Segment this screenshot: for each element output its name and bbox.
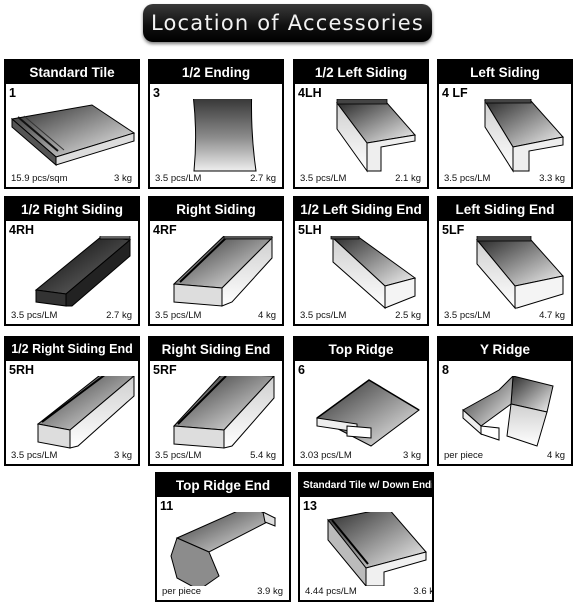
card-quantity: 3.5 pcs/LM <box>11 310 58 321</box>
card-quantity: 3.5 pcs/LM <box>444 310 491 321</box>
card-quantity: per piece <box>444 450 484 461</box>
right-siding-end-icon <box>172 376 275 449</box>
card-header: 1/2 Left Siding <box>295 61 427 84</box>
card-code: 5RF <box>153 363 177 377</box>
left-siding-icon <box>484 99 564 173</box>
card-weight: 4 kg <box>258 310 276 321</box>
card-weight: 4.7 kg <box>539 310 565 321</box>
card-header: 1/2 Left Siding End <box>295 198 427 221</box>
card-weight: 5.4 kg <box>250 450 276 461</box>
accessory-card-standard-tile-down-ending: Standard Tile w/ Down Endin 13 4.44 pcs/… <box>298 472 434 602</box>
half-left-siding-icon <box>336 99 416 173</box>
card-quantity: 3.5 pcs/LM <box>155 310 202 321</box>
card-header: Standard Tile w/ Down Endin <box>300 474 432 497</box>
card-header: Standard Tile <box>6 61 138 84</box>
card-weight: 2.7 kg <box>106 310 132 321</box>
card-code: 13 <box>303 499 317 513</box>
card-weight: 3 kg <box>114 173 132 184</box>
half-left-siding-end-icon <box>330 236 417 310</box>
card-header: Top Ridge <box>295 338 427 361</box>
card-header: 1/2 Ending <box>150 61 282 84</box>
y-ridge-icon <box>462 376 554 447</box>
accessory-card-top-ridge: Top Ridge 6 3.03 pcs/LM 3 kg <box>293 336 429 466</box>
card-weight: 3 kg <box>114 450 132 461</box>
half-right-siding-icon <box>34 236 132 307</box>
accessory-card-left-siding: Left Siding 4 LF 3.5 pcs/LM 3.3 kg <box>437 59 573 189</box>
card-quantity: 4.44 pcs/LM <box>305 586 357 597</box>
card-code: 3 <box>153 86 160 100</box>
page-title-banner: Location of Accessories <box>143 4 432 42</box>
card-code: 5LF <box>442 223 465 237</box>
half-ending-icon <box>192 99 257 172</box>
card-weight: 3.3 kg <box>539 173 565 184</box>
card-code: 4RH <box>9 223 35 237</box>
card-header: Left Siding <box>439 61 571 84</box>
card-weight: 3.6 k <box>413 586 434 597</box>
left-siding-end-icon <box>475 236 564 310</box>
card-code: 4LH <box>298 86 322 100</box>
card-quantity: 3.5 pcs/LM <box>300 173 347 184</box>
standard-tile-down-ending-icon <box>327 512 427 586</box>
card-header: Y Ridge <box>439 338 571 361</box>
card-code: 8 <box>442 363 449 377</box>
card-header: 1/2 Right Siding End <box>6 338 138 361</box>
card-weight: 2.7 kg <box>250 173 276 184</box>
card-header: Top Ridge End <box>157 474 289 497</box>
card-header: 1/2 Right Siding <box>6 198 138 221</box>
accessory-card-y-ridge: Y Ridge 8 per piece 4 kg <box>437 336 573 466</box>
card-weight: 4 kg <box>547 450 565 461</box>
accessory-card-half-left-siding: 1/2 Left Siding 4LH 3.5 pcs/LM 2.1 kg <box>293 59 429 189</box>
accessory-card-half-ending: 1/2 Ending 3 3.5 pcs/LM 2.7 kg <box>148 59 284 189</box>
card-code: 4 LF <box>442 86 468 100</box>
card-weight: 2.1 kg <box>395 173 421 184</box>
card-weight: 2.5 kg <box>395 310 421 321</box>
right-siding-icon <box>172 236 274 307</box>
accessory-card-right-siding-end: Right Siding End 5RF 3.5 pcs/LM 5.4 kg <box>148 336 284 466</box>
accessory-card-standard-tile: Standard Tile 1 15.9 pcs/sqm 3 kg <box>4 59 140 189</box>
card-weight: 3.9 kg <box>257 586 283 597</box>
accessory-card-half-right-siding: 1/2 Right Siding 4RH 3.5 pcs/LM 2.7 kg <box>4 196 140 326</box>
accessory-card-half-right-siding-end: 1/2 Right Siding End 5RH 3.5 pcs/LM 3 kg <box>4 336 140 466</box>
card-code: 1 <box>9 86 16 100</box>
card-quantity: 3.5 pcs/LM <box>155 173 202 184</box>
card-quantity: per piece <box>162 586 202 597</box>
accessory-card-left-siding-end: Left Siding End 5LF 3.5 pcs/LM 4.7 kg <box>437 196 573 326</box>
card-quantity: 3.5 pcs/LM <box>155 450 202 461</box>
card-quantity: 15.9 pcs/sqm <box>11 173 68 184</box>
standard-tile-icon <box>10 104 136 167</box>
card-weight: 3 kg <box>403 450 421 461</box>
top-ridge-end-icon <box>170 512 277 586</box>
card-quantity: 3.5 pcs/LM <box>444 173 491 184</box>
card-code: 4RF <box>153 223 177 237</box>
card-code: 6 <box>298 363 305 377</box>
page-title: Location of Accessories <box>150 11 425 35</box>
card-header: Right Siding End <box>150 338 282 361</box>
top-ridge-icon <box>316 379 420 447</box>
card-code: 11 <box>160 499 174 513</box>
accessory-card-half-left-siding-end: 1/2 Left Siding End 5LH 3.5 pcs/LM 2.5 k… <box>293 196 429 326</box>
card-header: Right Siding <box>150 198 282 221</box>
accessory-card-right-siding: Right Siding 4RF 3.5 pcs/LM 4 kg <box>148 196 284 326</box>
card-quantity: 3.5 pcs/LM <box>300 310 347 321</box>
card-header: Left Siding End <box>439 198 571 221</box>
card-code: 5RH <box>9 363 35 377</box>
card-quantity: 3.5 pcs/LM <box>11 450 58 461</box>
half-right-siding-end-icon <box>36 376 135 449</box>
accessory-card-top-ridge-end: Top Ridge End 11 per piece 3.9 kg <box>155 472 291 602</box>
card-code: 5LH <box>298 223 322 237</box>
card-quantity: 3.03 pcs/LM <box>300 450 352 461</box>
